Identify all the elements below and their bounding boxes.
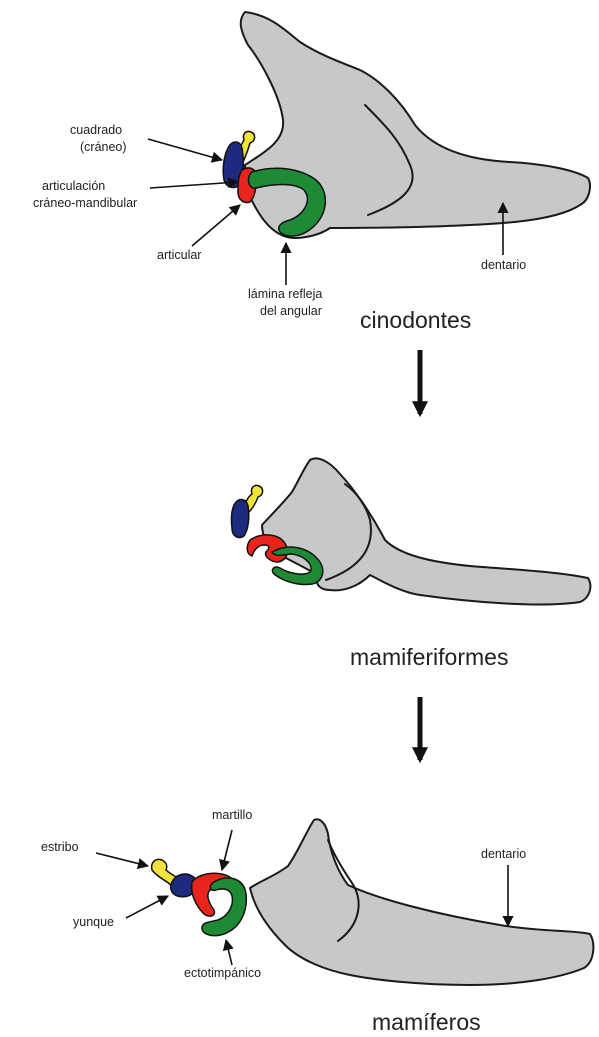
mamiferos-dentary	[250, 819, 593, 985]
label-dentario-3: dentario	[481, 847, 526, 861]
label-cuadrado-line1: cuadrado	[70, 123, 122, 137]
label-articulacion-line2: cráneo-mandibular	[33, 196, 137, 210]
cinodontes-jaw-group	[223, 12, 590, 238]
label-ectotimpanico: ectotimpánico	[184, 966, 261, 980]
stage-title-cinodontes: cinodontes	[360, 307, 471, 333]
label-estribo: estribo	[41, 840, 79, 854]
label-articulacion-line1: articulación	[42, 179, 105, 193]
stage-title-mamiferos: mamíferos	[372, 1009, 481, 1035]
arrow-ectotimpanico	[226, 940, 232, 965]
arrow-articular	[192, 205, 240, 246]
label-lamina-line1: lámina refleja	[248, 287, 322, 301]
label-dentario-1: dentario	[481, 258, 526, 272]
mamiferiformes-incus-blue	[231, 499, 248, 537]
cinodontes-skull-jaw	[241, 12, 590, 238]
label-articular: articular	[157, 248, 201, 262]
label-cuadrado-line2: (cráneo)	[80, 140, 127, 154]
mamiferiformes-jaw-group	[231, 458, 590, 604]
stage-title-mamiferiformes: mamiferiformes	[350, 644, 508, 670]
label-martillo: martillo	[212, 808, 252, 822]
label-yunque: yunque	[73, 915, 114, 929]
arrow-estribo	[96, 853, 148, 866]
label-lamina-line2: del angular	[260, 304, 322, 318]
arrow-yunque	[126, 896, 168, 918]
arrow-martillo	[222, 830, 232, 870]
arrow-cuadrado	[148, 139, 222, 160]
mamiferos-jaw-group	[152, 819, 594, 985]
arrow-articulacion	[150, 182, 238, 188]
